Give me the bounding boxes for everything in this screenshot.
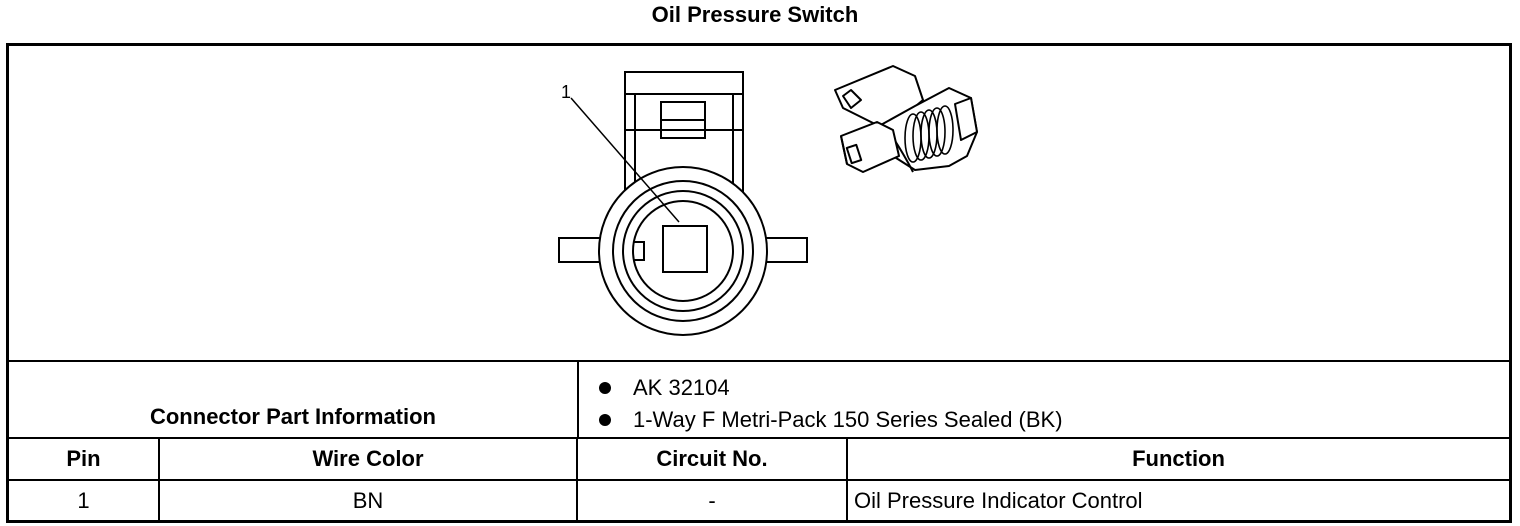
connector-part-info-list: AK 32104 1-Way F Metri-Pack 150 Series S… <box>599 372 1063 436</box>
terminal-cavity-1 <box>662 225 708 273</box>
header-pin: Pin <box>9 439 160 480</box>
pin-table: Pin Wire Color Circuit No. Function 1 BN… <box>9 439 1509 521</box>
connector-diagram: 1 <box>9 46 1509 362</box>
connector-part-info-label: Connector Part Information <box>9 362 579 437</box>
connector-frame: 1 Connecto <box>6 43 1512 523</box>
cell-pin: 1 <box>9 480 160 521</box>
header-function: Function <box>1132 446 1225 471</box>
connector-part-info: Connector Part Information AK 32104 1-Wa… <box>9 362 1509 439</box>
cell-function: Oil Pressure Indicator Control <box>854 488 1143 513</box>
bullet-icon <box>599 382 611 394</box>
connector-face-view: 1 <box>558 65 978 336</box>
page-title: Oil Pressure Switch <box>651 2 859 27</box>
bullet-icon <box>599 414 611 426</box>
list-item: AK 32104 <box>599 372 1063 404</box>
header-wire-color: Wire Color <box>159 439 578 480</box>
terminal-opening <box>845 143 863 165</box>
callout-leader <box>570 97 680 223</box>
cell-circuit: - <box>577 480 848 521</box>
header-circuit-no: Circuit No. <box>577 439 848 480</box>
list-item: 1-Way F Metri-Pack 150 Series Sealed (BK… <box>599 404 1063 436</box>
callout-label-1: 1 <box>561 82 571 102</box>
table-row: 1 BN - Oil Pressure Indicator Control <box>9 480 1509 521</box>
table-header-row: Pin Wire Color Circuit No. Function <box>9 439 1509 480</box>
wire-seal-ribs <box>904 105 954 163</box>
cell-wire-color: BN <box>159 480 578 521</box>
connector-iso-view <box>834 65 978 173</box>
